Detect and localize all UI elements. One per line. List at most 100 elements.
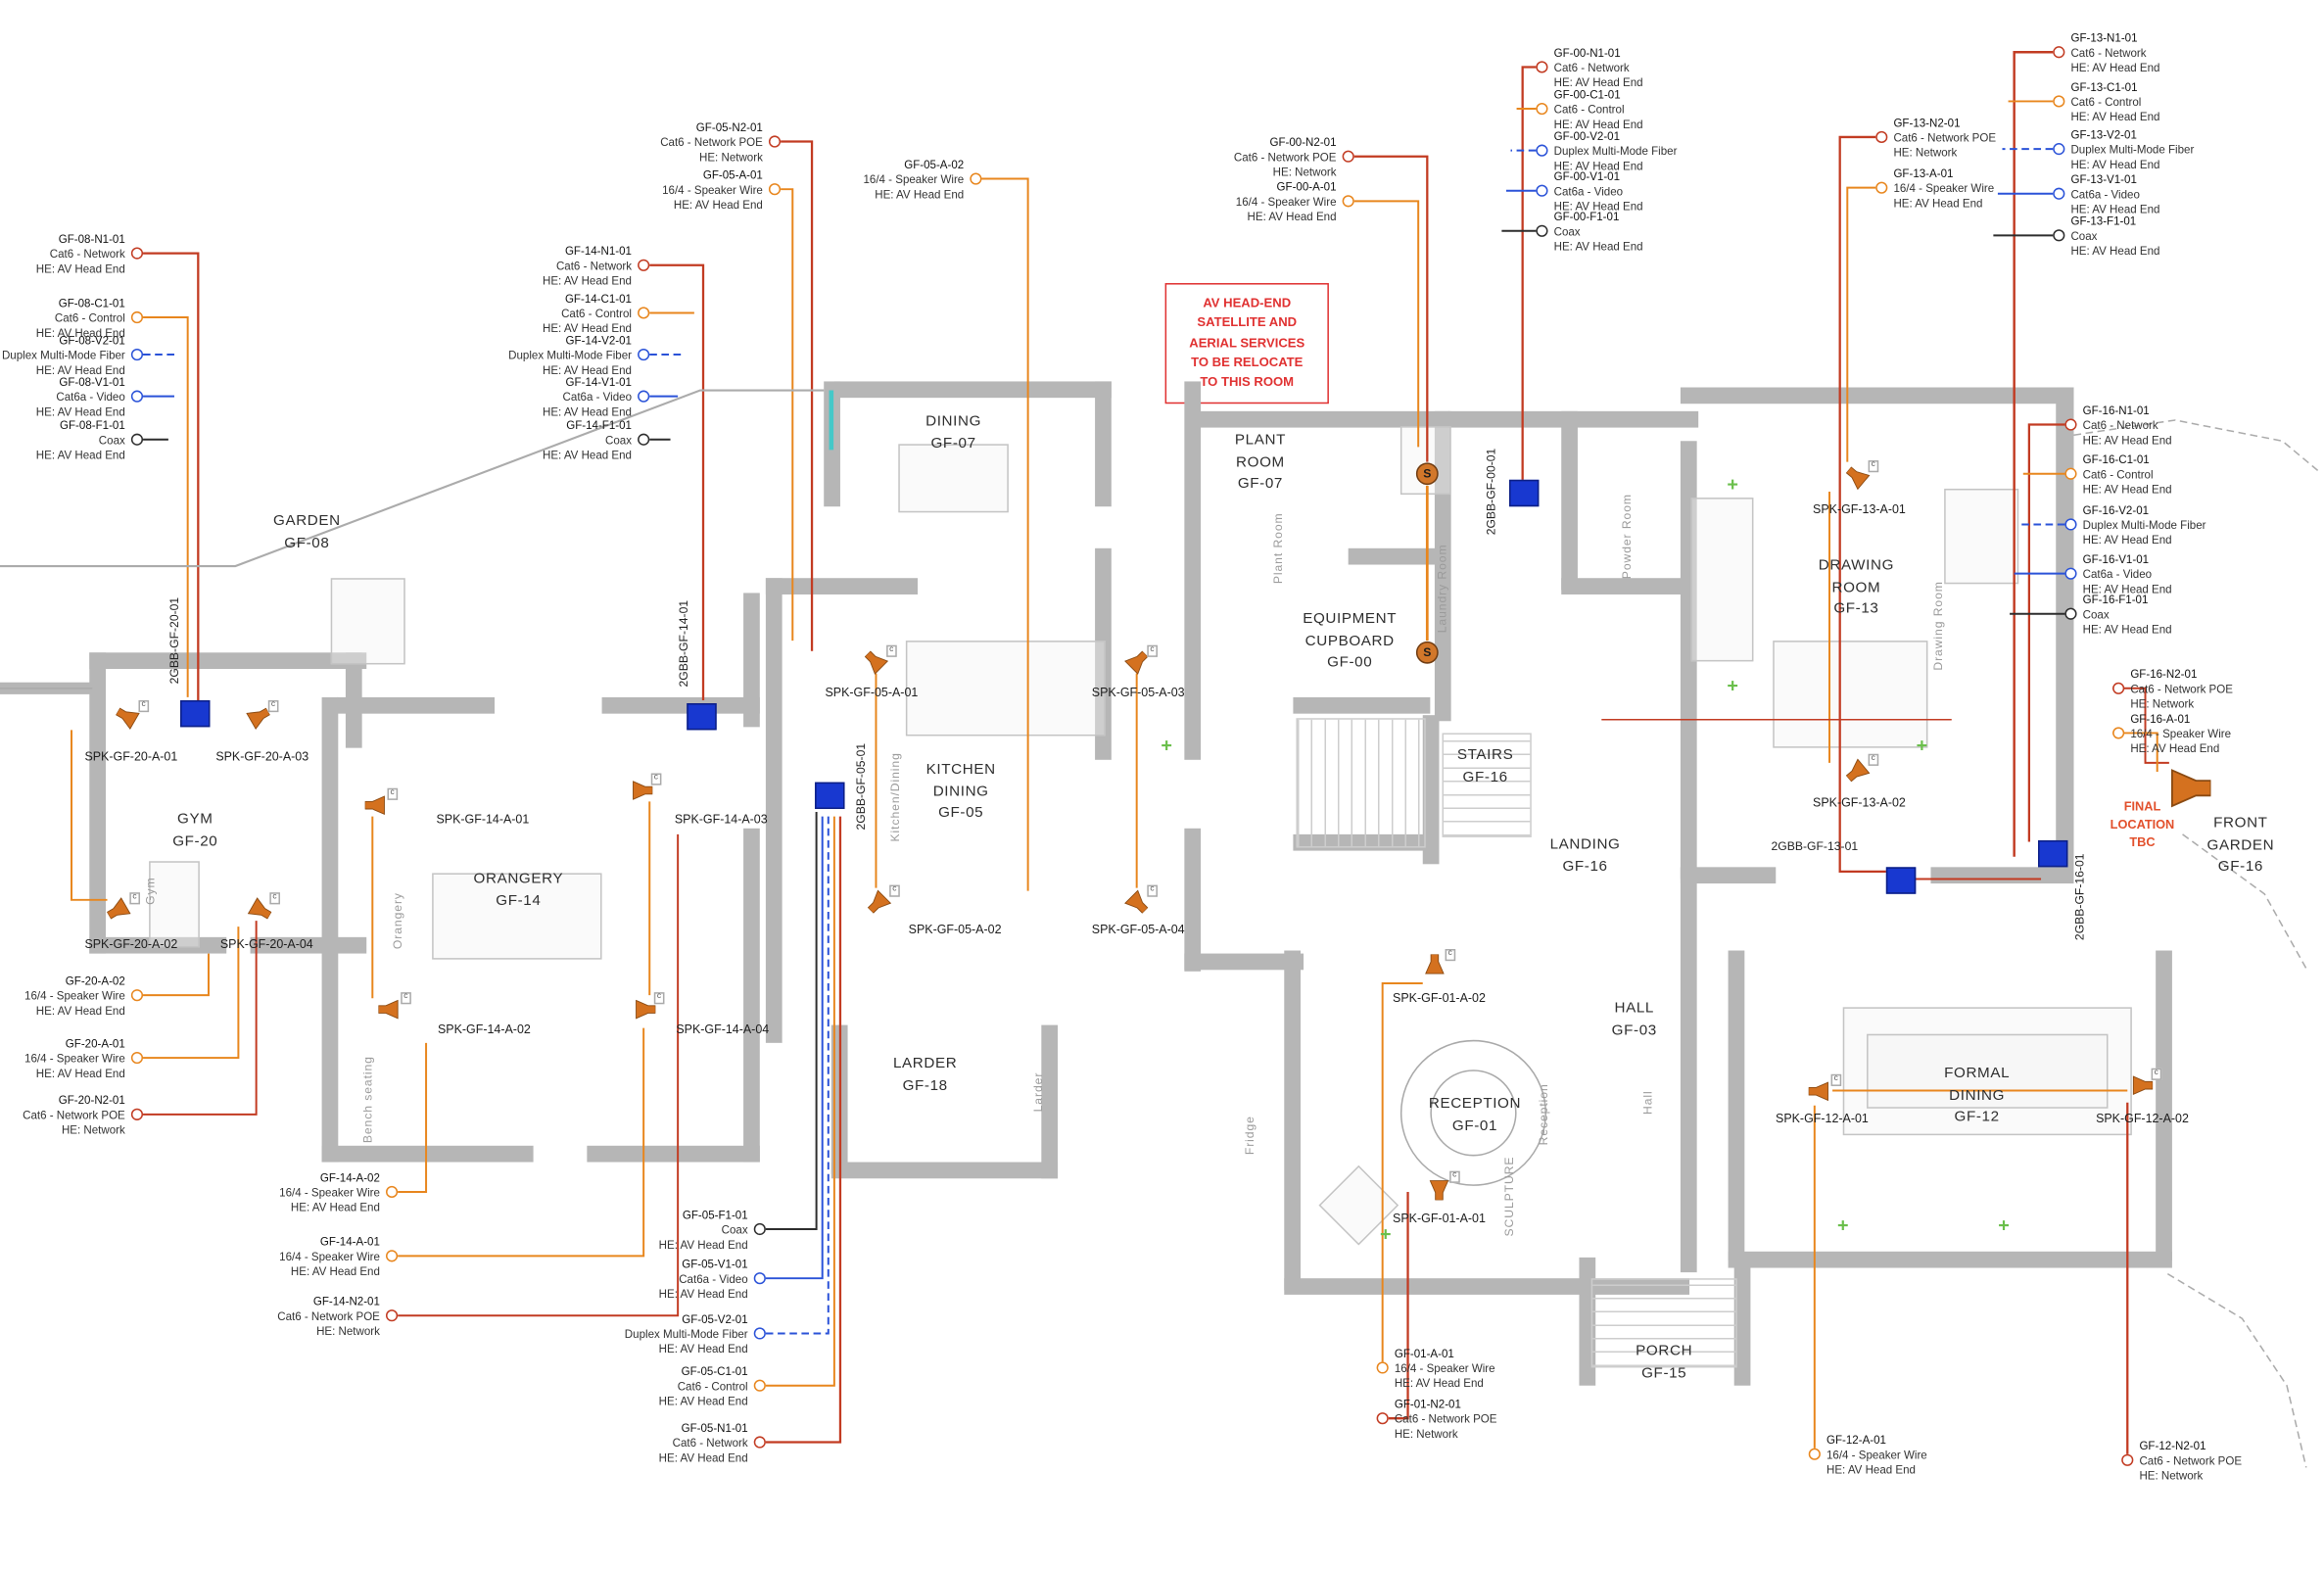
callout-ctyp: 16/4 - Speaker Wire — [1394, 1361, 1495, 1375]
ceiling-marker: c — [387, 787, 398, 800]
room-label-line: GF-03 — [1611, 1022, 1657, 1039]
callout-terminal-icon — [130, 989, 144, 1002]
room-label-line: GF-16 — [1462, 768, 1508, 785]
callout-cdst: HE: AV Head End — [1553, 117, 1643, 131]
callout-ctyp: Cat6 - Network — [555, 259, 632, 273]
speaker-horn-icon — [115, 707, 140, 730]
ceiling-marker: c — [886, 644, 897, 657]
wall-segment — [1095, 381, 1112, 507]
wall-segment — [1680, 867, 1777, 884]
callout-cdst: HE: AV Head End — [658, 1237, 748, 1252]
wire-orange — [1353, 200, 1420, 448]
speaker-label: SPK-GF-05-A-01 — [825, 686, 919, 700]
callout-cdst: HE: AV Head End — [2070, 60, 2160, 74]
callout-cdst: HE: AV Head End — [658, 1394, 748, 1408]
room-label-line: HALL — [1614, 1000, 1655, 1018]
callout-ctyp: 16/4 - Speaker Wire — [279, 1250, 380, 1263]
speaker-horn-icon — [1124, 889, 1149, 915]
furniture-outline — [1842, 1007, 2132, 1136]
callout-terminal-icon — [638, 433, 650, 446]
callout-cid: GF-14-C1-01 — [564, 292, 632, 306]
callout-cdst: HE: AV Head End — [658, 1450, 748, 1464]
speaker-label: SPK-GF-14-A-01 — [436, 812, 530, 827]
wire-orange — [143, 953, 210, 997]
ceiling-light-cross-icon: + — [1727, 674, 1738, 697]
callout-cid: GF-16-V1-01 — [2082, 552, 2150, 567]
wall-segment — [1184, 953, 1304, 971]
callout-cdst: HE: Network — [1272, 165, 1337, 179]
speaker-horn-icon — [864, 650, 889, 675]
callout-cdst: HE: Network — [316, 1323, 380, 1338]
callout-terminal-icon — [753, 1272, 766, 1285]
callout-cid: GF-00-A-01 — [1276, 180, 1337, 194]
callout-cid: GF-12-A-01 — [1826, 1433, 1886, 1448]
callout-cid: GF-08-V2-01 — [59, 333, 125, 348]
callout-cdst: HE: AV Head End — [543, 321, 632, 335]
callout-ctyp: Coax — [98, 433, 125, 448]
callout-terminal-icon — [2053, 229, 2065, 242]
speaker-label: SPK-GF-12-A-01 — [1776, 1112, 1869, 1126]
callout-terminal-icon — [1536, 102, 1548, 116]
av-panel-box — [2038, 839, 2068, 868]
furniture-outline — [1690, 498, 1754, 662]
av-panel-box — [687, 703, 717, 731]
room-label-line: GF-13 — [1833, 600, 1879, 618]
callout-terminal-icon — [2064, 518, 2077, 531]
callout-cdst: HE: AV Head End — [1553, 159, 1643, 173]
speaker-label: SPK-GF-12-A-02 — [2096, 1112, 2189, 1126]
callout-ctyp: Cat6a - Video — [2070, 187, 2140, 202]
callout-cdst: HE: Network — [61, 1122, 125, 1137]
room-label-line: KITCHEN — [925, 761, 996, 779]
speaker-label: SPK-GF-14-A-04 — [676, 1022, 770, 1036]
ceiling-marker: c — [401, 992, 411, 1004]
ceiling-marker: c — [1147, 644, 1158, 657]
speaker-horn-icon — [2132, 1075, 2154, 1096]
callout-cid: GF-05-A-01 — [702, 167, 763, 182]
ceiling-marker: c — [1445, 949, 1455, 961]
callout-terminal-icon — [2064, 607, 2077, 620]
stair-treads — [1442, 733, 1532, 837]
speaker-label: SPK-GF-14-A-03 — [674, 812, 768, 827]
callout-ctyp: Cat6 - Network — [2082, 418, 2158, 432]
callout-terminal-icon — [2064, 567, 2077, 580]
callout-ctyp: 16/4 - Speaker Wire — [863, 172, 965, 186]
av-panel-label: 2GBB-GF-14-01 — [677, 599, 691, 688]
av-panel-label: 2GBB-GF-16-01 — [2072, 853, 2087, 941]
callout-cid: GF-16-C1-01 — [2082, 452, 2150, 467]
callout-terminal-icon — [1376, 1361, 1389, 1374]
speaker-horn-icon — [378, 999, 399, 1020]
callout-ctyp: Duplex Multi-Mode Fiber — [1553, 144, 1678, 159]
callout-cid: GF-12-N2-01 — [2139, 1439, 2206, 1453]
ceiling-marker: c — [1868, 753, 1878, 766]
wall-segment — [1422, 715, 1440, 865]
furniture-outline — [1944, 488, 2019, 585]
ceiling-marker: c — [2151, 1068, 2161, 1080]
callout-cdst: HE: AV Head End — [1826, 1462, 1916, 1477]
callout-terminal-icon — [385, 1309, 399, 1322]
wire-orange — [398, 1042, 428, 1193]
wall-segment — [1041, 1024, 1059, 1179]
callout-ctyp: Duplex Multi-Mode Fiber — [508, 348, 632, 362]
callout-cdst: HE: AV Head End — [1247, 210, 1337, 223]
callout-cdst: HE: AV Head End — [2070, 244, 2160, 258]
room-label-line: GF-16 — [2217, 858, 2263, 876]
speaker-label: SPK-GF-13-A-02 — [1813, 796, 1906, 810]
callout-terminal-icon — [1342, 150, 1354, 163]
